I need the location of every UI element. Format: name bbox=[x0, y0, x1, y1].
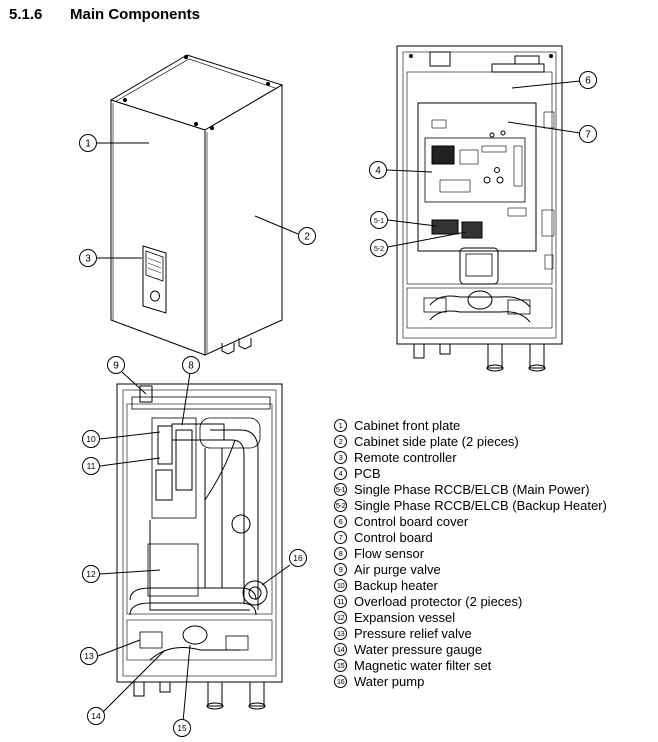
legend-label: PCB bbox=[354, 465, 381, 481]
callout-8: 8 bbox=[182, 356, 200, 374]
legend-marker: 10 bbox=[334, 578, 347, 592]
legend-item: 12 Expansion vessel bbox=[334, 609, 607, 625]
legend-label: Remote controller bbox=[354, 449, 457, 465]
svg-text:9: 9 bbox=[113, 361, 119, 372]
legend-item: 16 Water pump bbox=[334, 673, 607, 689]
cabinet-interior-drawing bbox=[386, 45, 581, 372]
legend-label: Flow sensor bbox=[354, 545, 425, 561]
legend-label: Cabinet front plate bbox=[354, 417, 461, 433]
callout-13: 13 bbox=[80, 647, 98, 665]
legend-item: 10 Backup heater bbox=[334, 577, 607, 593]
legend-label: Cabinet side plate (2 pieces) bbox=[354, 433, 519, 449]
legend-item: 9 Air purge valve bbox=[334, 561, 607, 577]
legend-label: Water pressure gauge bbox=[354, 641, 483, 657]
legend-item: 14 Water pressure gauge bbox=[334, 641, 607, 657]
svg-text:12: 12 bbox=[86, 569, 96, 579]
legend-label: Air purge valve bbox=[354, 561, 441, 577]
callout-5-1: 5-1 bbox=[370, 211, 388, 229]
legend-marker: 11 bbox=[334, 594, 347, 608]
svg-text:5-2: 5-2 bbox=[374, 246, 384, 253]
legend-item: 5-2 Single Phase RCCB/ELCB (Backup Heater… bbox=[334, 497, 607, 513]
legend-marker: 4 bbox=[334, 466, 347, 480]
callout-12: 12 bbox=[82, 565, 100, 583]
legend-label: Single Phase RCCB/ELCB (Backup Heater) bbox=[354, 497, 607, 513]
legend-marker: 14 bbox=[334, 642, 347, 656]
component-legend: 1 Cabinet front plate 2 Cabinet side plate … bbox=[334, 417, 607, 689]
svg-text:4: 4 bbox=[375, 166, 381, 177]
cabinet-exterior-drawing bbox=[97, 54, 299, 356]
legend-marker: 1 bbox=[334, 418, 347, 432]
callout-7: 7 bbox=[579, 125, 597, 143]
legend-marker: 6 bbox=[334, 514, 347, 528]
svg-text:8: 8 bbox=[188, 361, 194, 372]
legend-label: Backup heater bbox=[354, 577, 438, 593]
legend-item: 7 Control board bbox=[334, 529, 607, 545]
legend-marker: 16 bbox=[334, 674, 347, 688]
callout-15: 15 bbox=[173, 719, 191, 737]
hydraulic-interior-drawing bbox=[97, 371, 291, 723]
svg-text:11: 11 bbox=[87, 461, 96, 471]
legend-label: Control board cover bbox=[354, 513, 469, 529]
legend-marker: 12 bbox=[334, 610, 347, 624]
svg-text:7: 7 bbox=[585, 130, 591, 141]
svg-text:2: 2 bbox=[304, 232, 310, 243]
legend-marker: 2 bbox=[334, 434, 347, 448]
callout-11: 11 bbox=[82, 457, 100, 475]
callout-9: 9 bbox=[107, 356, 125, 374]
legend-marker: 5-2 bbox=[334, 498, 347, 512]
legend-label: Pressure relief valve bbox=[354, 625, 472, 641]
legend-marker: 13 bbox=[334, 626, 347, 640]
svg-text:6: 6 bbox=[585, 76, 591, 87]
legend-item: 6 Control board cover bbox=[334, 513, 607, 529]
legend-marker: 3 bbox=[334, 450, 347, 464]
svg-text:16: 16 bbox=[293, 553, 303, 563]
callout-2: 2 bbox=[298, 227, 316, 245]
legend-label: Magnetic water filter set bbox=[354, 657, 492, 673]
legend-item: 3 Remote controller bbox=[334, 449, 607, 465]
legend-item: 15 Magnetic water filter set bbox=[334, 657, 607, 673]
legend-marker: 8 bbox=[334, 546, 347, 560]
callout-10: 10 bbox=[82, 430, 100, 448]
svg-text:10: 10 bbox=[86, 434, 96, 444]
svg-text:1: 1 bbox=[85, 139, 91, 150]
callout-1: 1 bbox=[79, 134, 97, 152]
svg-text:3: 3 bbox=[85, 254, 91, 265]
legend-marker: 9 bbox=[334, 562, 347, 576]
legend-marker: 7 bbox=[334, 530, 347, 544]
legend-item: 4 PCB bbox=[334, 465, 607, 481]
legend-label: Expansion vessel bbox=[354, 609, 456, 625]
callout-6: 6 bbox=[579, 71, 597, 89]
svg-text:14: 14 bbox=[91, 711, 101, 721]
legend-label: Control board bbox=[354, 529, 433, 545]
legend-item: 5-1 Single Phase RCCB/ELCB (Main Power) bbox=[334, 481, 607, 497]
legend-item: 2 Cabinet side plate (2 pieces) bbox=[334, 433, 607, 449]
section-title: Main Components bbox=[70, 6, 200, 23]
svg-text:15: 15 bbox=[177, 723, 187, 733]
legend-label: Water pump bbox=[354, 673, 425, 689]
legend-label: Single Phase RCCB/ELCB (Main Power) bbox=[354, 481, 590, 497]
legend-marker: 5-1 bbox=[334, 482, 347, 496]
legend-item: 11 Overload protector (2 pieces) bbox=[334, 593, 607, 609]
legend-marker: 15 bbox=[334, 658, 347, 672]
svg-text:5-1: 5-1 bbox=[374, 218, 384, 225]
callout-16: 16 bbox=[289, 549, 307, 567]
callout-14: 14 bbox=[87, 707, 105, 725]
legend-item: 13 Pressure relief valve bbox=[334, 625, 607, 641]
callout-4: 4 bbox=[369, 161, 387, 179]
callout-5-2: 5-2 bbox=[370, 239, 388, 257]
legend-label: Overload protector (2 pieces) bbox=[354, 593, 523, 609]
legend-item: 1 Cabinet front plate bbox=[334, 417, 607, 433]
callout-3: 3 bbox=[79, 249, 97, 267]
svg-text:13: 13 bbox=[84, 651, 94, 661]
section-number: 5.1.6 bbox=[9, 6, 43, 23]
legend-item: 8 Flow sensor bbox=[334, 545, 607, 561]
